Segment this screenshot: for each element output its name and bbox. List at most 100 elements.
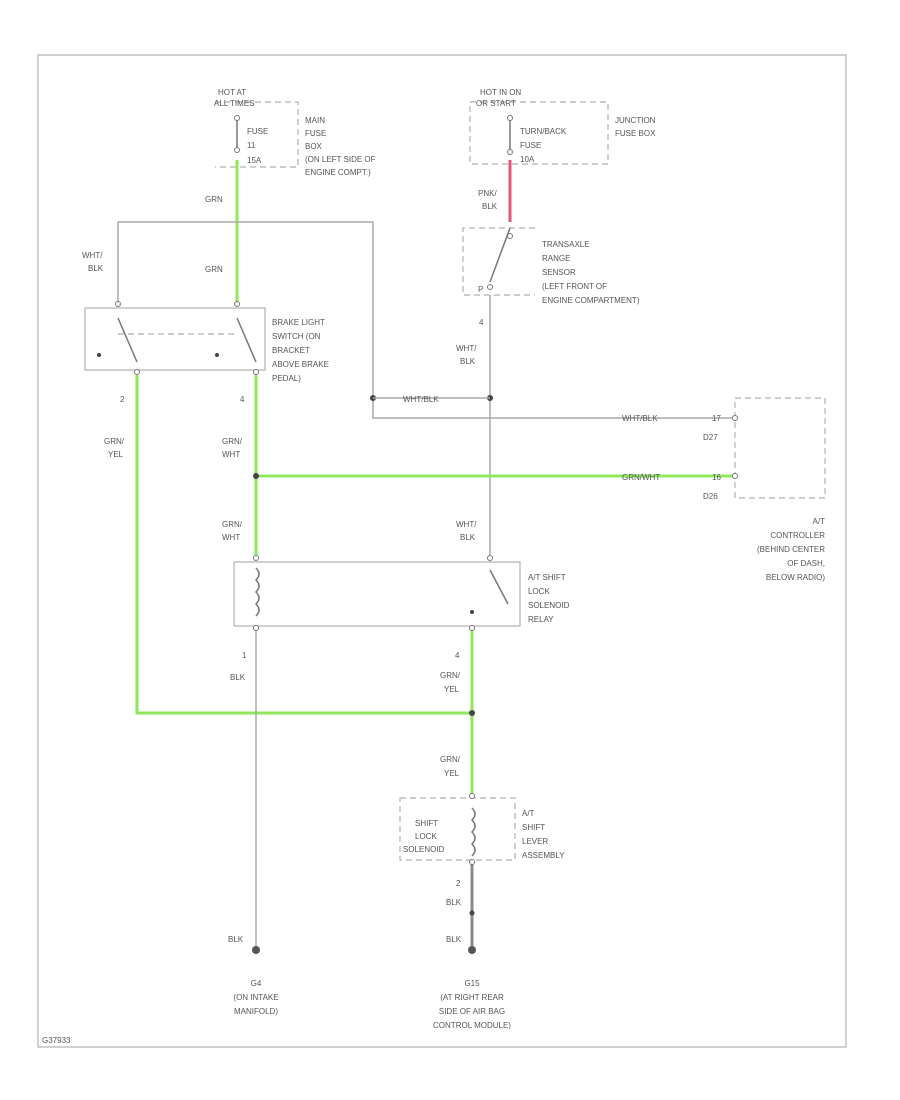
svg-text:(AT RIGHT REAR: (AT RIGHT REAR xyxy=(440,993,504,1002)
svg-text:FUSE BOX: FUSE BOX xyxy=(615,129,656,138)
svg-text:WHT/: WHT/ xyxy=(456,344,477,353)
hot-at-all-times-label: HOT AT xyxy=(218,88,246,97)
svg-text:BRAKE LIGHT: BRAKE LIGHT xyxy=(272,318,325,327)
wire-wht-blk-loop xyxy=(117,221,735,419)
svg-text:ASSEMBLY: ASSEMBLY xyxy=(522,851,565,860)
svg-text:CONTROL MODULE): CONTROL MODULE) xyxy=(433,1021,511,1030)
diagram-frame xyxy=(37,54,847,1048)
svg-text:10A: 10A xyxy=(520,155,535,164)
blk-gnd-left-label: BLK xyxy=(228,935,244,944)
fuse-main-label: FUSE 11 15A xyxy=(247,127,268,165)
svg-text:RANGE: RANGE xyxy=(542,254,570,263)
wht-blk-h2-label: WHT/BLK xyxy=(622,414,658,423)
svg-text:G4: G4 xyxy=(251,979,262,988)
svg-text:GRN/: GRN/ xyxy=(440,755,461,764)
svg-text:FUSE: FUSE xyxy=(305,129,326,138)
svg-text:ENGINE COMPT.): ENGINE COMPT.) xyxy=(305,168,371,177)
svg-text:RELAY: RELAY xyxy=(528,615,554,624)
svg-text:BLK: BLK xyxy=(460,357,476,366)
wire-grn-yel-left xyxy=(135,375,472,715)
svg-text:(ON LEFT SIDE OF: (ON LEFT SIDE OF xyxy=(305,155,376,164)
svg-text:OF DASH,: OF DASH, xyxy=(787,559,825,568)
controller-label: A/T CONTROLLER (BEHIND CENTER OF DASH, B… xyxy=(757,517,825,582)
svg-text:ABOVE BRAKE: ABOVE BRAKE xyxy=(272,360,329,369)
splice-472-713 xyxy=(469,710,475,716)
svg-text:(BEHIND CENTER: (BEHIND CENTER xyxy=(757,545,825,554)
shift-lever-label: A/T SHIFT LEVER ASSEMBLY xyxy=(522,809,565,860)
pin-2-sol: 2 xyxy=(456,879,461,888)
svg-text:PEDAL): PEDAL) xyxy=(272,374,301,383)
pin-17: 17 xyxy=(712,414,721,423)
wht-blk-left-label: WHT/ BLK xyxy=(82,251,104,273)
svg-text:GRN/: GRN/ xyxy=(104,437,125,446)
pin-d27: D27 xyxy=(703,433,718,442)
pin-2-left: 2 xyxy=(120,395,125,404)
svg-text:SIDE OF AIR BAG: SIDE OF AIR BAG xyxy=(439,1007,505,1016)
relay-label: A/T SHIFT LOCK SOLENOID RELAY xyxy=(528,573,570,624)
fuse-junction-label: TURN/BACK FUSE 10A xyxy=(520,127,567,164)
pin-16: 16 xyxy=(712,473,721,482)
svg-text:MANIFOLD): MANIFOLD) xyxy=(234,1007,278,1016)
at-controller xyxy=(732,397,826,499)
figure-id: G37933 xyxy=(42,1036,71,1045)
grn-wht-h-label: GRN/WHT xyxy=(622,473,660,482)
hot-at-all-times-label-2: ALL TIMES xyxy=(214,99,254,108)
ground-g4 xyxy=(252,946,260,954)
pin-1-relay: 1 xyxy=(242,651,247,660)
pin-4-left: 4 xyxy=(240,395,245,404)
svg-text:GRN/: GRN/ xyxy=(440,671,461,680)
svg-text:YEL: YEL xyxy=(444,769,460,778)
blk-relay-label: BLK xyxy=(230,673,246,682)
svg-text:SENSOR: SENSOR xyxy=(542,268,576,277)
svg-text:A/T: A/T xyxy=(522,809,535,818)
svg-text:A/T SHIFT: A/T SHIFT xyxy=(528,573,566,582)
svg-text:FUSE: FUSE xyxy=(247,127,268,136)
splice-256-476 xyxy=(253,473,259,479)
ground-g15 xyxy=(468,946,476,954)
blk-sol2-label: BLK xyxy=(446,935,462,944)
svg-text:BLK: BLK xyxy=(460,533,476,542)
svg-text:11: 11 xyxy=(247,141,256,150)
shift-lock-relay xyxy=(233,555,521,631)
pin-d26: D26 xyxy=(703,492,718,501)
svg-text:BRACKET: BRACKET xyxy=(272,346,310,355)
grn-wht-mid-label: GRN/ WHT xyxy=(222,437,243,459)
main-fuse-box xyxy=(215,101,299,168)
pin-4-relay: 4 xyxy=(455,651,460,660)
svg-text:SWITCH (ON: SWITCH (ON xyxy=(272,332,321,341)
svg-text:GRN/: GRN/ xyxy=(222,520,243,529)
transaxle-sensor-label: TRANSAXLE RANGE SENSOR (LEFT FRONT OF EN… xyxy=(542,240,640,305)
svg-text:CONTROLLER: CONTROLLER xyxy=(770,531,825,540)
svg-text:G15: G15 xyxy=(464,979,480,988)
hot-in-on-label-2: OR START xyxy=(476,99,516,108)
svg-text:WHT: WHT xyxy=(222,450,240,459)
svg-text:WHT/: WHT/ xyxy=(456,520,477,529)
svg-text:(ON INTAKE: (ON INTAKE xyxy=(233,993,278,1002)
svg-text:WHT/: WHT/ xyxy=(82,251,103,260)
main-fuse-box-label: MAIN FUSE BOX (ON LEFT SIDE OF ENGINE CO… xyxy=(305,116,376,177)
svg-text:JUNCTION: JUNCTION xyxy=(615,116,656,125)
grn-yel-left-label: GRN/ YEL xyxy=(104,437,125,459)
svg-text:15A: 15A xyxy=(247,156,262,165)
blk-sol-label: BLK xyxy=(446,898,462,907)
svg-text:BLK: BLK xyxy=(88,264,104,273)
svg-text:TURN/BACK: TURN/BACK xyxy=(520,127,567,136)
svg-text:TRANSAXLE: TRANSAXLE xyxy=(542,240,590,249)
pnk-blk-label: PNK/ BLK xyxy=(478,189,498,211)
svg-text:ENGINE COMPARTMENT): ENGINE COMPARTMENT) xyxy=(542,296,640,305)
svg-text:P: P xyxy=(478,285,483,294)
svg-text:SHIFT: SHIFT xyxy=(415,819,438,828)
wht-blk-h-label: WHT/BLK xyxy=(403,395,439,404)
brake-switch-label: BRAKE LIGHT SWITCH (ON BRACKET ABOVE BRA… xyxy=(272,318,329,383)
svg-text:YEL: YEL xyxy=(444,685,460,694)
wht-blk-tr-label: WHT/ BLK xyxy=(456,344,477,366)
svg-text:BLK: BLK xyxy=(482,202,498,211)
svg-text:WHT: WHT xyxy=(222,533,240,542)
grn-wht-mid2-label: GRN/ WHT xyxy=(222,520,243,542)
grn-top-label: GRN xyxy=(205,195,223,204)
svg-text:SHIFT: SHIFT xyxy=(522,823,545,832)
svg-text:SOLENOID: SOLENOID xyxy=(403,845,445,854)
svg-text:BOX: BOX xyxy=(305,142,323,151)
ground-right-label: G15 (AT RIGHT REAR SIDE OF AIR BAG CONTR… xyxy=(433,979,511,1030)
